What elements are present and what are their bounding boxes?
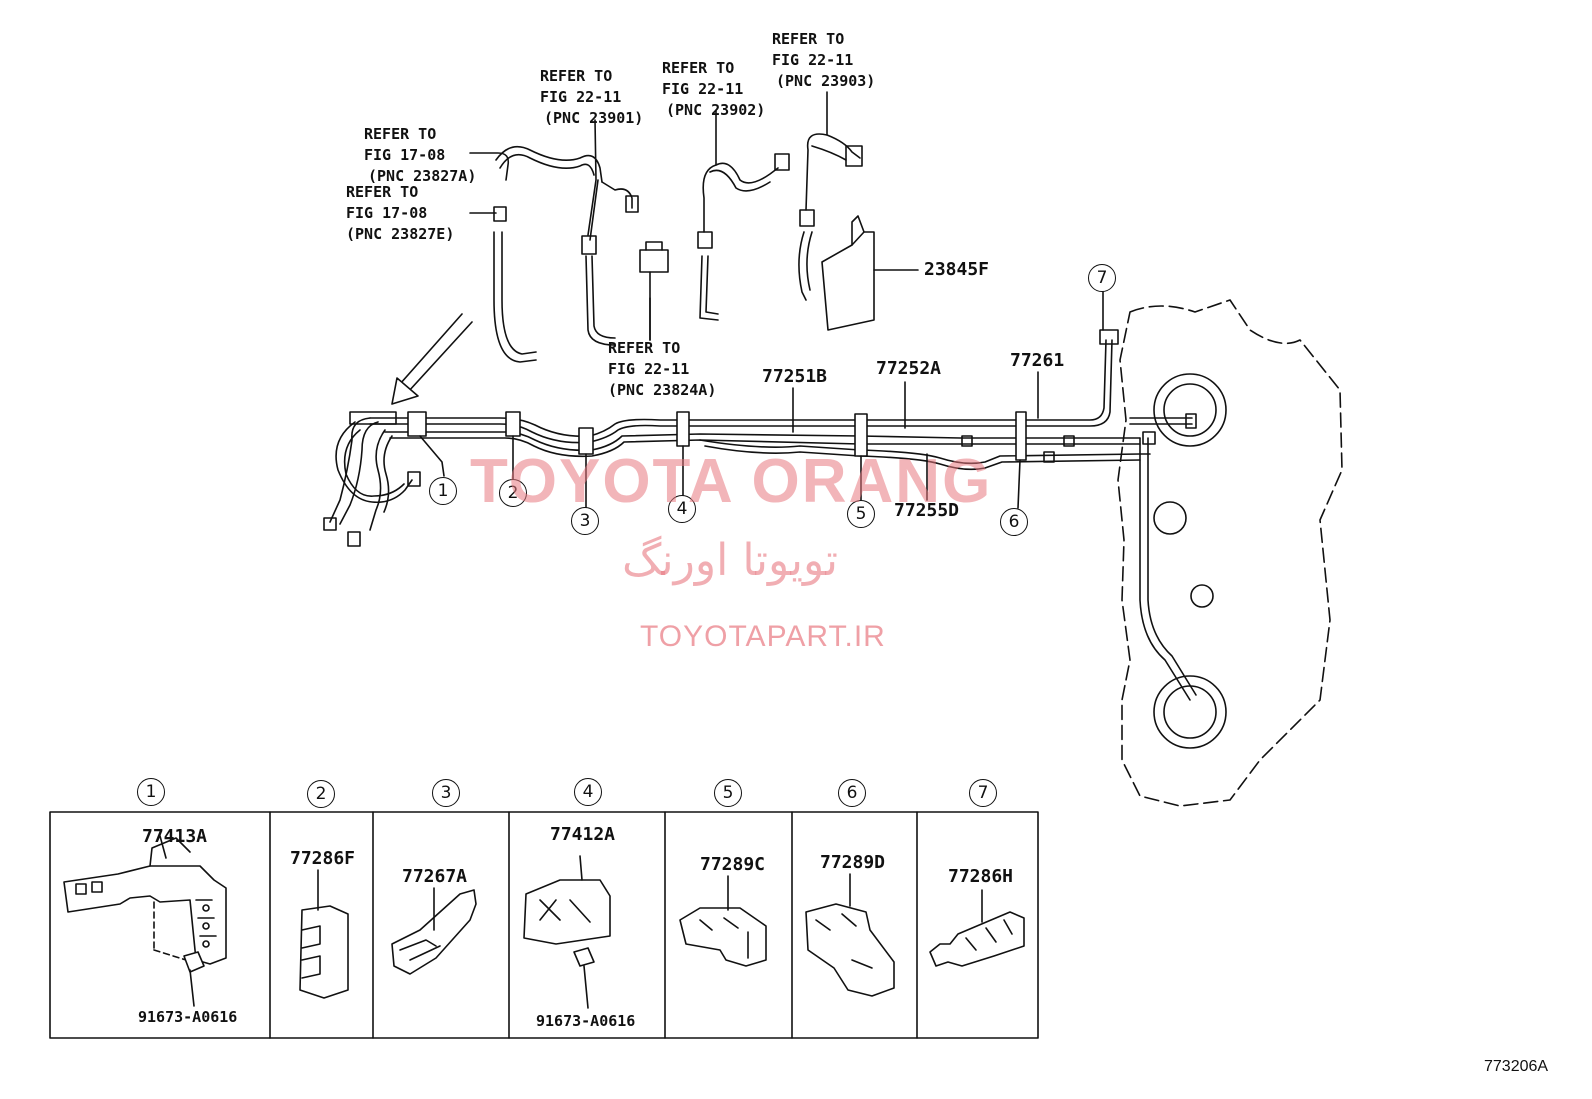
watermark-brand: TOYOTA ORANG [470,447,993,516]
ref-label-23827e: REFER TO FIG 17-08 (PNC 23827E) [346,182,454,245]
panel-4-number: 4 [574,778,602,806]
ref-line: REFER TO [364,125,437,143]
ref-line: REFER TO [346,183,419,201]
panel-1-bolt: 91673-A0616 [138,1008,238,1026]
ref-line: FIG 22-11 [662,80,744,98]
panel-7-part: 77286H [948,866,1014,887]
ref-line: (PNC 23824A) [608,381,717,399]
illustration-code: 773206A [1484,1058,1549,1075]
ref-line: REFER TO [540,67,613,85]
ref-label-23824a: REFER TO FIG 22-11 (PNC 23824A) [608,338,716,401]
panel-2-number: 2 [307,780,335,808]
panel-4-part: 77412A [550,824,616,845]
ref-line: REFER TO [662,59,735,77]
panel-1-number: 1 [137,778,165,806]
callout-4: 4 [668,495,696,523]
watermark-persian: تویوتا اورنگ [622,535,838,586]
callout-2: 2 [499,479,527,507]
panel-3-part: 77267A [402,866,468,887]
ref-line: (PNC 23827E) [346,225,455,243]
part-number-77261: 77261 [1010,350,1065,371]
callout-7: 7 [1088,264,1116,292]
panel-6-number: 6 [838,779,866,807]
callout-6: 6 [1000,508,1028,536]
panel-4-bolt: 91673-A0616 [536,1012,636,1030]
callout-3: 3 [571,507,599,535]
ref-line: FIG 17-08 [346,204,428,222]
part-number-77255d: 77255D [894,500,960,521]
ref-line: FIG 17-08 [364,146,446,164]
part-number-77251b: 77251B [762,366,828,387]
panel-2-part: 77286F [290,848,356,869]
ref-line: (PNC 23903) [776,72,876,90]
ref-label-23903: REFER TO FIG 22-11 (PNC 23903) [772,29,875,92]
ref-label-23901: REFER TO FIG 22-11 (PNC 23901) [540,66,643,129]
ref-line: (PNC 23902) [666,101,766,119]
watermark-url: TOYOTAPART.IR [640,620,886,653]
ref-line: REFER TO [772,30,845,48]
panel-7-number: 7 [969,779,997,807]
ref-line: FIG 22-11 [540,88,622,106]
ref-line: REFER TO [608,339,681,357]
panel-5-number: 5 [714,779,742,807]
panel-1-part: 77413A [142,826,208,847]
callout-5: 5 [847,500,875,528]
part-number-77252a: 77252A [876,358,942,379]
part-number-23845f: 23845F [924,259,990,280]
ref-line: (PNC 23827A) [368,167,477,185]
ref-line: FIG 22-11 [772,51,854,69]
ref-label-23902: REFER TO FIG 22-11 (PNC 23902) [662,58,765,121]
panel-3-number: 3 [432,779,460,807]
panel-6-part: 77289D [820,852,886,873]
ref-label-23827a: REFER TO FIG 17-08 (PNC 23827A) [364,124,476,187]
callout-1: 1 [429,477,457,505]
panel-5-part: 77289C [700,854,766,875]
ref-line: (PNC 23901) [544,109,644,127]
ref-line: FIG 22-11 [608,360,690,378]
